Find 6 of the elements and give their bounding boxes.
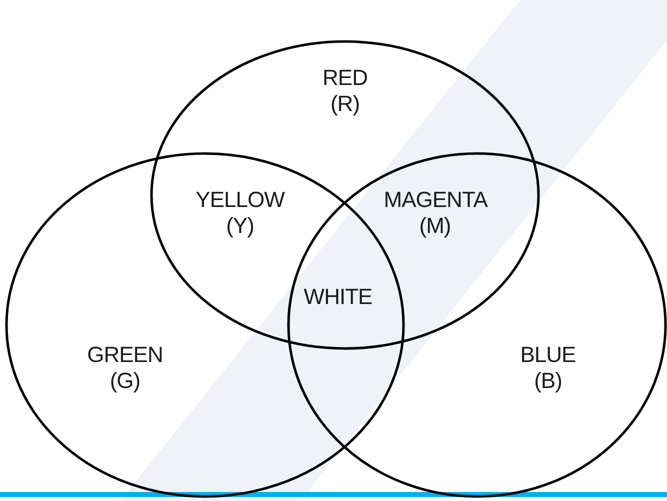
circle-label: GREEN (G) [87,342,163,394]
overlap-label: YELLOW (Y) [196,187,284,239]
overlap-label: MAGENTA (M) [384,187,486,239]
circle-label: BLUE (B) [520,342,576,394]
overlap-label: WHITE [304,284,372,310]
circle-label: RED (R) [322,65,368,117]
